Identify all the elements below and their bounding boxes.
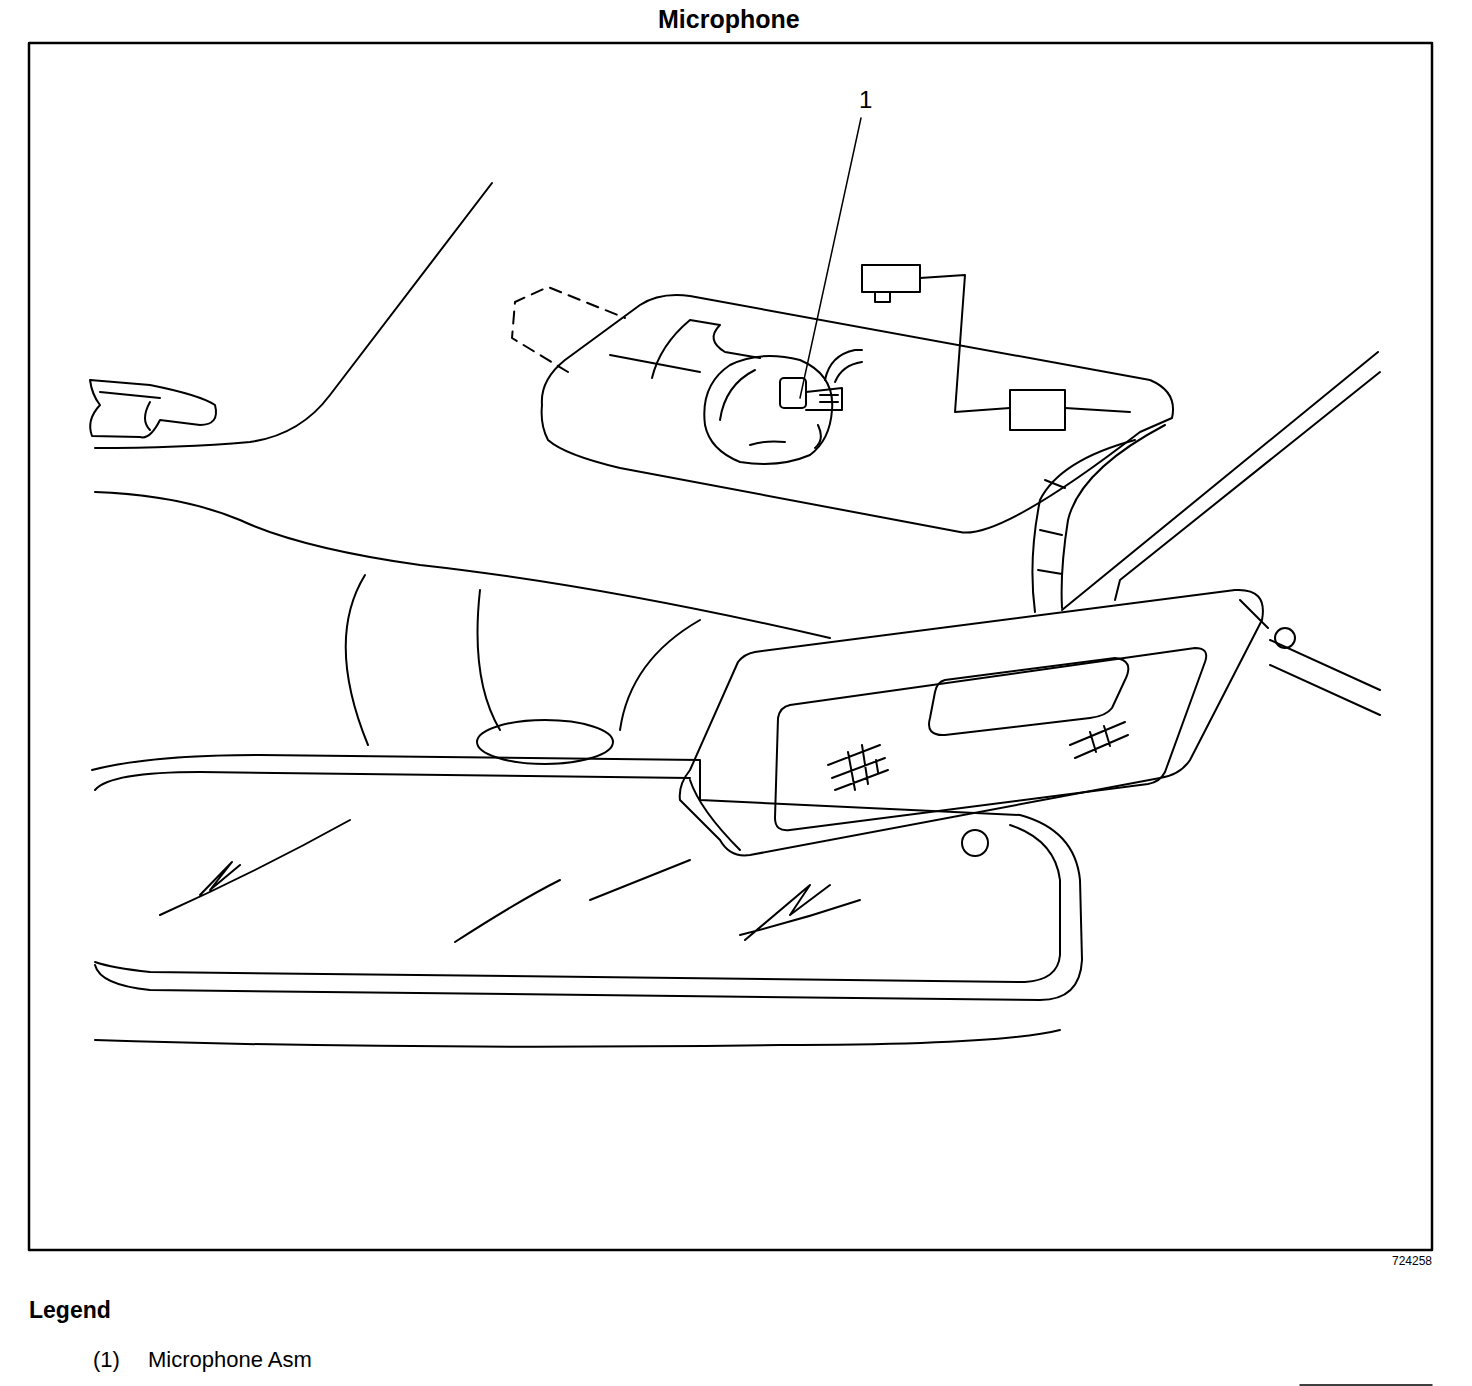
headliner-edge: [95, 492, 830, 638]
microphone-plug: [780, 378, 806, 408]
visor-pivot: [962, 830, 988, 856]
figure-frame: [29, 43, 1432, 1250]
plug-wire: [806, 350, 862, 410]
screw: [1275, 628, 1295, 648]
wire: [920, 275, 1010, 412]
visor: [92, 755, 1082, 1047]
connector-a-tab: [875, 292, 890, 302]
legend-number: (1): [93, 1347, 120, 1372]
legend-heading: Legend: [29, 1297, 111, 1323]
legend-text: Microphone Asm: [148, 1347, 312, 1372]
left-clip: [90, 380, 216, 437]
mirror-slot: [929, 658, 1128, 735]
callout-number: 1: [859, 86, 872, 114]
harness: [1032, 425, 1165, 612]
trim-edge: [1270, 640, 1380, 715]
visor-glare: [160, 820, 860, 942]
leader-line: [800, 118, 861, 398]
figure-title: Microphone: [658, 5, 800, 34]
connector-a: [862, 265, 920, 292]
windshield-edge: [1062, 352, 1380, 610]
background-shape: [346, 575, 700, 745]
connector-b: [1010, 390, 1065, 430]
figure-id: 724258: [1392, 1255, 1432, 1269]
wire: [1065, 408, 1130, 412]
mirror-housing: [680, 590, 1263, 856]
console-recess: [610, 320, 760, 378]
microphone-detail: [720, 370, 821, 448]
pillar-line: [95, 183, 492, 448]
hatch-mark: [828, 722, 1128, 790]
mirror-edge: [690, 600, 1268, 850]
mirror-window: [775, 648, 1206, 830]
page-rule: [1300, 1384, 1432, 1386]
